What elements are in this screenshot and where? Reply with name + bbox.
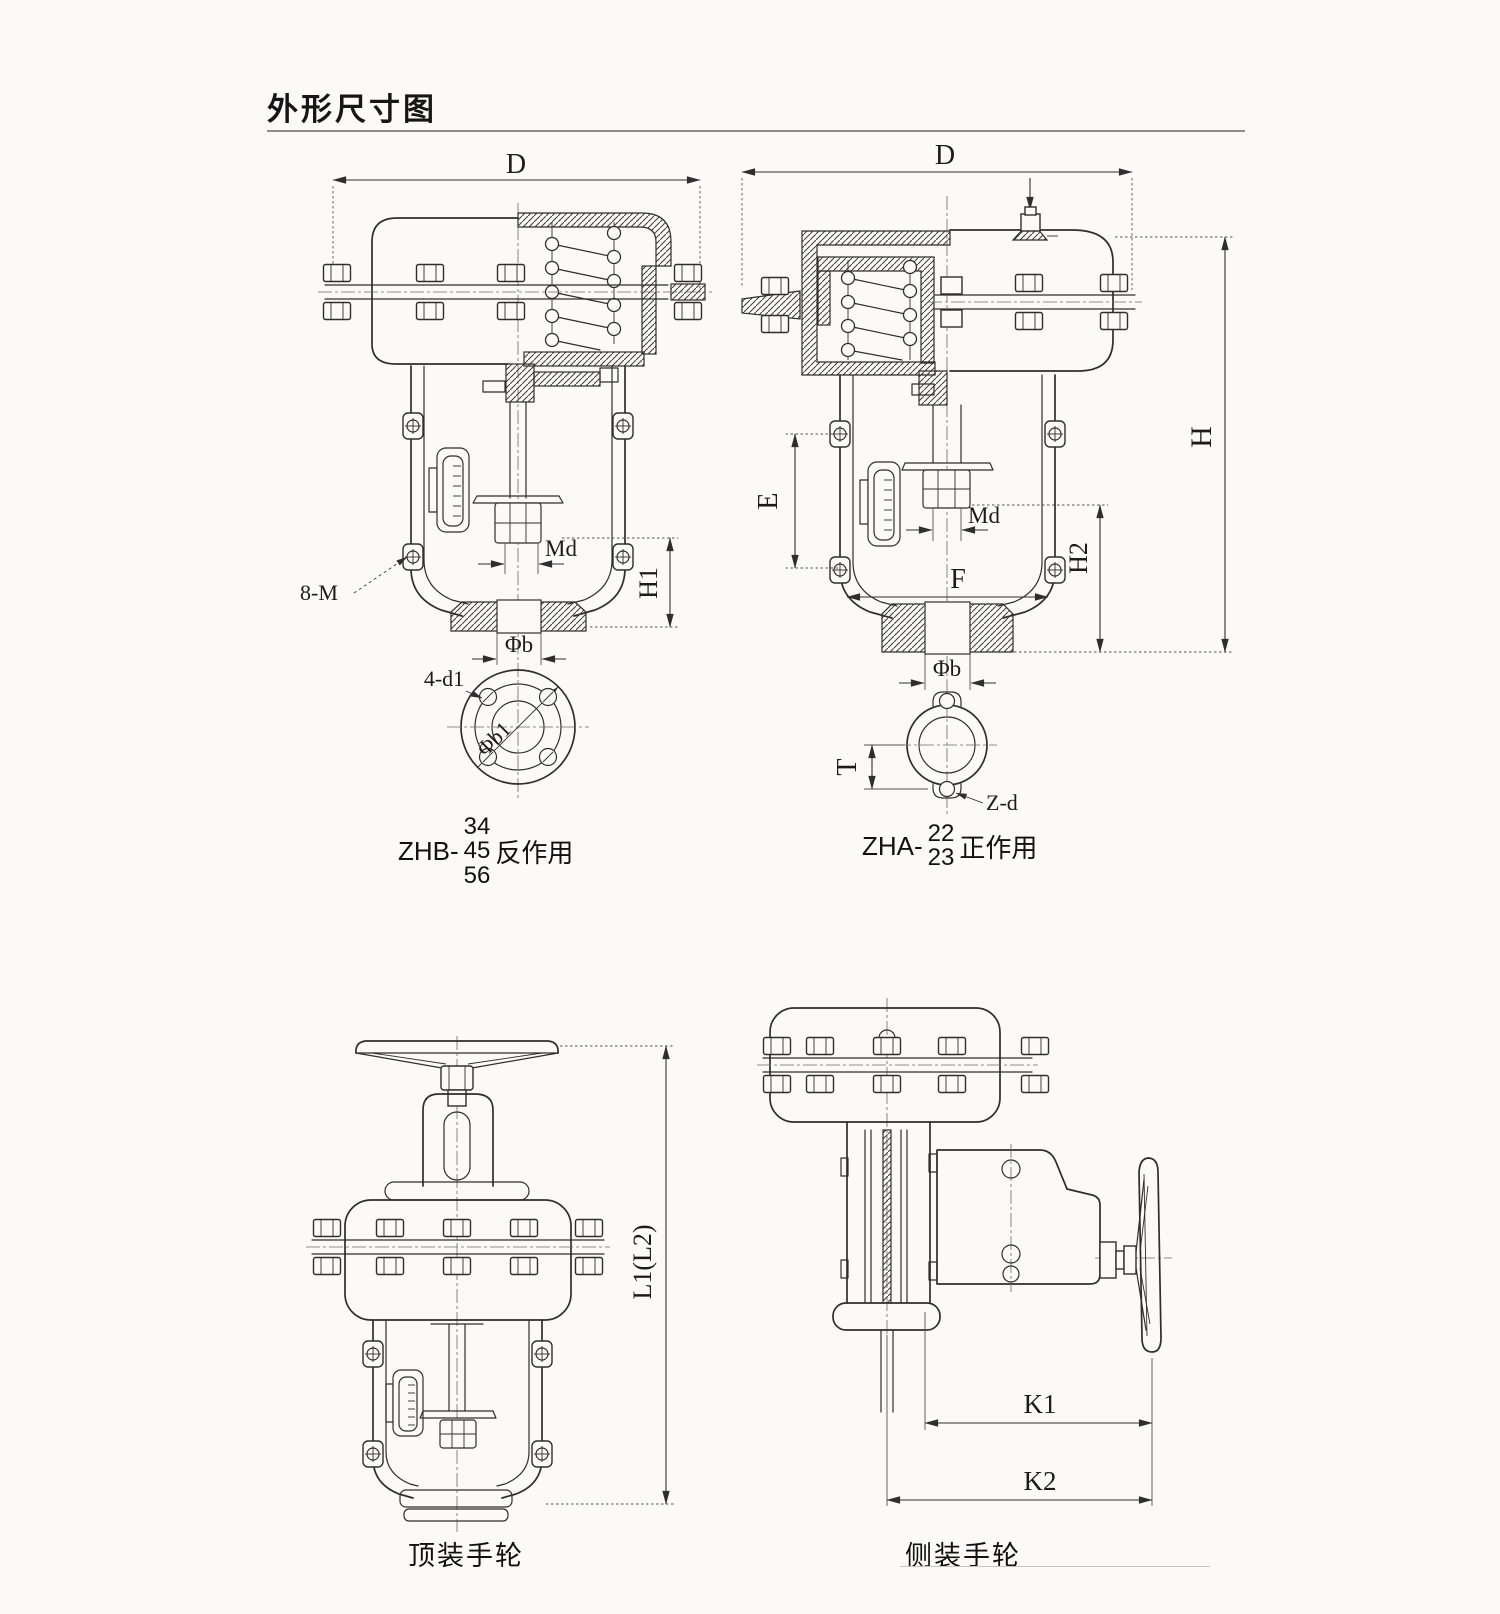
dim-f: F	[846, 564, 1049, 601]
dim-label-k1: K1	[1024, 1389, 1057, 1419]
side-handwheel-caption: 侧装手轮	[905, 1541, 1021, 1571]
dim-label-phib1: Φb1	[471, 716, 516, 761]
yoke-pad	[531, 1440, 553, 1468]
zha-caption-suffix: 正作用	[959, 832, 1038, 863]
zha-size-23: 23	[927, 844, 955, 872]
ribbed-column	[832, 1121, 941, 1413]
travel-scale	[428, 447, 470, 533]
side-handwheel-drawing: K1 K2	[757, 998, 1172, 1506]
dim-label-zd: Z-d	[986, 790, 1018, 815]
dim-k1: K1	[924, 1312, 1153, 1506]
zha-size-22: 22	[927, 820, 955, 847]
dim-label-4d1: 4-d1	[424, 666, 464, 691]
dim-h: H	[1014, 236, 1233, 653]
bottom-flange-view: 4-d1 Φb1	[424, 666, 589, 785]
dim-d: D	[741, 140, 1133, 290]
left-clamp	[741, 276, 801, 334]
top-handwheel-drawing: L1(L2)	[306, 1036, 674, 1532]
yoke-pad	[402, 543, 424, 571]
yoke	[402, 365, 634, 634]
dim-label-md: Md	[968, 503, 1000, 528]
yoke-pad	[1044, 420, 1066, 448]
dim-t: T	[832, 744, 928, 790]
zhb-caption-suffix: 反作用	[495, 838, 574, 869]
flange-joint	[318, 263, 712, 321]
dim-label-h: H	[1185, 426, 1218, 448]
dim-h1: H1	[562, 537, 678, 628]
yoke-pad	[362, 1340, 384, 1368]
zha-caption: ZHA- 22 23 正作用	[862, 820, 1038, 872]
spring	[840, 259, 918, 361]
dim-label-8m: 8-M	[300, 580, 338, 605]
stem-assembly	[472, 401, 564, 544]
flange-joint	[928, 273, 1142, 331]
zha-direct-acting-drawing: D	[741, 140, 1233, 815]
title-rule	[267, 130, 1245, 132]
dim-k2: K2	[886, 1335, 1153, 1506]
yoke	[362, 1319, 553, 1522]
dim-md: Md	[478, 536, 577, 574]
diaphragm-chamber	[318, 212, 712, 403]
yoke-pad	[1044, 556, 1066, 584]
page-footer-rule	[900, 1566, 1210, 1567]
yoke-pad	[612, 412, 634, 440]
yoke	[829, 374, 1066, 655]
side-handwheel	[1099, 1157, 1162, 1353]
dim-label-h1: H1	[634, 567, 663, 599]
zhb-reverse-acting-drawing: D	[300, 149, 712, 800]
dim-label-phib: Φb	[933, 656, 961, 681]
stem-assembly	[901, 404, 994, 509]
yoke-pad	[402, 412, 424, 440]
label-8m: 8-M	[300, 556, 408, 605]
dim-label-k2: K2	[1024, 1466, 1057, 1496]
zhb-caption-prefix: ZHB-	[398, 836, 459, 867]
label-zd: Z-d	[955, 790, 1018, 815]
dim-phib: Φb	[899, 654, 996, 690]
page-title: 外形尺寸图	[267, 92, 437, 127]
zhb-size-56: 56	[463, 861, 491, 889]
zhb-caption: ZHB- 34 45 56 反作用	[398, 813, 574, 889]
diaphragm-chamber	[306, 1199, 610, 1321]
zha-caption-prefix: ZHA-	[862, 830, 923, 861]
handwheel	[355, 1040, 559, 1107]
dim-label-d: D	[506, 149, 526, 180]
stem-assembly	[419, 1323, 497, 1449]
dim-h2: H2	[972, 504, 1108, 653]
diaphragm-chamber	[757, 1007, 1050, 1123]
spring	[544, 222, 622, 351]
dim-label-phib: Φb	[505, 632, 533, 657]
dim-label-h2: H2	[1064, 542, 1093, 574]
dim-d: D	[332, 149, 701, 292]
dim-label-md: Md	[545, 536, 577, 561]
diaphragm-chamber	[741, 206, 1142, 406]
yoke-pad	[829, 556, 851, 584]
zhb-size-45: 45	[463, 837, 491, 865]
mounting-ring-view: T Z-d	[832, 691, 1018, 815]
zhb-size-34: 34	[463, 813, 491, 840]
mounting-boss	[881, 601, 1014, 655]
dim-l1l2: L1(L2)	[546, 1045, 674, 1505]
travel-scale	[859, 461, 901, 547]
yoke-pad	[612, 543, 634, 571]
dim-label-f: F	[950, 564, 966, 595]
dim-phib: Φb	[472, 632, 566, 665]
yoke-pad	[362, 1440, 384, 1468]
yoke-pad	[531, 1340, 553, 1368]
dim-md: Md	[906, 503, 1000, 541]
dim-e: E	[753, 433, 838, 569]
dim-label-t: T	[832, 758, 863, 775]
gearbox	[928, 1144, 1101, 1292]
dim-label-d: D	[935, 140, 955, 171]
dim-label-l1l2: L1(L2)	[628, 1224, 657, 1299]
vent-bolt	[1011, 206, 1058, 241]
mounting-boss	[450, 599, 587, 634]
dim-label-e: E	[753, 492, 784, 509]
travel-scale	[385, 1369, 424, 1437]
top-handwheel-caption: 顶装手轮	[408, 1541, 524, 1571]
